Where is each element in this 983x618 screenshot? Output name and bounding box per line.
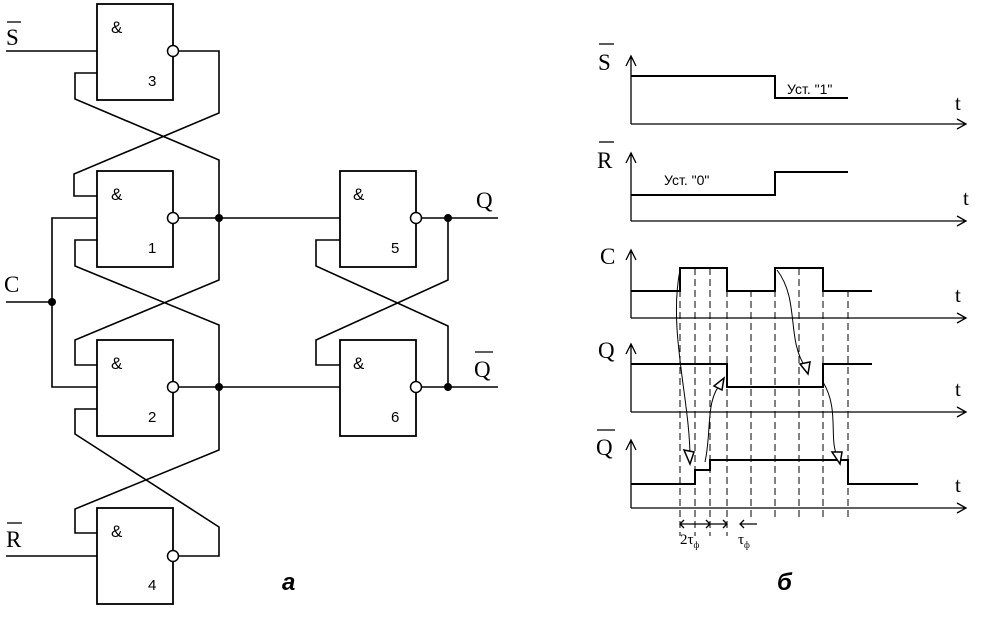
inverter-bubble xyxy=(166,380,180,394)
junction-dot xyxy=(48,298,56,306)
causality-arrows xyxy=(675,269,843,467)
time-label: t xyxy=(955,91,961,115)
gate-4: & 4 xyxy=(96,507,180,605)
gate2-feedback-wire xyxy=(74,408,220,557)
inverter-bubble xyxy=(166,549,180,563)
c-to-gate1-wire xyxy=(51,217,97,302)
timing-row-s: S t Уст. "1" xyxy=(598,43,968,130)
gate-number: 5 xyxy=(391,240,399,257)
schematic-caption: а xyxy=(282,569,295,596)
two-tau-label: 2τф xyxy=(680,532,700,550)
c-input-label: C xyxy=(4,272,19,297)
gate-1: & 1 xyxy=(96,170,180,268)
time-label: t xyxy=(963,186,969,210)
qbar-signal-label: Q xyxy=(596,435,613,460)
time-markers xyxy=(679,268,849,536)
gate-3: & 3 xyxy=(96,3,180,101)
schematic: & 3 & 1 & 2 & 4 & 5 xyxy=(4,3,498,605)
gate-and-symbol: & xyxy=(111,354,123,373)
time-axis xyxy=(625,151,968,227)
timing-row-qbar: Q t xyxy=(596,429,968,514)
inverter-bubble xyxy=(409,380,423,394)
set-one-note: Уст. "1" xyxy=(787,81,832,97)
gate-number: 2 xyxy=(148,409,156,426)
q-signal-label: Q xyxy=(598,338,615,363)
causal-curve xyxy=(675,269,691,459)
timing-row-q: Q t xyxy=(598,338,968,418)
gate-number: 1 xyxy=(148,240,156,257)
arrowhead xyxy=(682,448,695,467)
time-label: t xyxy=(955,283,961,307)
causal-curve xyxy=(704,381,723,463)
time-axis xyxy=(625,438,968,514)
inverter-bubble xyxy=(166,44,180,58)
gate1-to-gate2-wire xyxy=(74,218,220,366)
gate-and-symbol: & xyxy=(111,185,123,204)
time-label: t xyxy=(955,473,961,497)
q-waveform xyxy=(631,363,872,388)
junction-dots xyxy=(48,214,452,391)
gate-number: 6 xyxy=(391,409,399,426)
gate-and-symbol: & xyxy=(353,185,365,204)
qbar-output-label: Q xyxy=(474,351,493,382)
gate-and-symbol: & xyxy=(111,522,123,541)
gate3-feedback-wire xyxy=(74,72,220,218)
gate-5: & 5 xyxy=(339,170,423,268)
timing-diagram: S t Уст. "1" R t Уст. "0" C t Q t xyxy=(596,43,969,596)
gate-number: 3 xyxy=(148,73,156,90)
arrowhead xyxy=(798,361,811,376)
gate2-to-gate4-wire xyxy=(74,387,220,534)
time-axis xyxy=(625,342,968,418)
junction-dot xyxy=(444,214,452,222)
q-feedback-wire xyxy=(315,218,449,366)
gate-2: & 2 xyxy=(96,339,180,437)
tau-arrow xyxy=(710,519,757,529)
svg-text:S: S xyxy=(6,25,19,50)
arrowhead xyxy=(712,376,726,392)
c-to-gate2-wire xyxy=(51,302,97,388)
svg-text:Q: Q xyxy=(474,357,491,382)
tau-dimension: 2τф τф xyxy=(679,519,757,550)
time-label: t xyxy=(955,377,961,401)
c-waveform xyxy=(631,267,872,292)
s-input-label: S xyxy=(6,21,21,50)
causal-curve xyxy=(822,381,839,459)
inverter-bubble xyxy=(166,211,180,225)
q-output-label: Q xyxy=(476,188,493,213)
r-waveform xyxy=(631,171,848,196)
causal-curve xyxy=(776,269,807,369)
set-zero-note: Уст. "0" xyxy=(664,172,709,188)
time-axis xyxy=(625,54,968,130)
c-signal-label: C xyxy=(600,244,615,269)
qbar-waveform xyxy=(631,459,918,485)
r-input-label: R xyxy=(6,522,22,552)
gate-6: & 6 xyxy=(339,339,423,437)
time-axis xyxy=(625,248,968,324)
junction-dot xyxy=(215,214,223,222)
inverter-bubble xyxy=(409,211,423,225)
gate-and-symbol: & xyxy=(111,18,123,37)
gate-number: 4 xyxy=(148,577,156,594)
svg-text:R: R xyxy=(6,527,22,552)
gate1-feedback-wire xyxy=(74,239,220,387)
timing-row-r: R t Уст. "0" xyxy=(597,141,969,227)
qbar-feedback-wire xyxy=(315,239,449,387)
arrowhead xyxy=(830,451,843,466)
s-signal-label: S xyxy=(598,50,611,75)
s-waveform xyxy=(631,75,848,99)
schematic-wires xyxy=(6,50,498,557)
junction-dot xyxy=(215,383,223,391)
junction-dot xyxy=(444,383,452,391)
gate3-output-wire xyxy=(73,50,220,197)
gate-and-symbol: & xyxy=(353,354,365,373)
timing-row-c: C t xyxy=(600,244,968,324)
r-signal-label: R xyxy=(597,148,613,173)
tau-label: τф xyxy=(738,532,750,550)
timing-caption: б xyxy=(777,569,793,596)
